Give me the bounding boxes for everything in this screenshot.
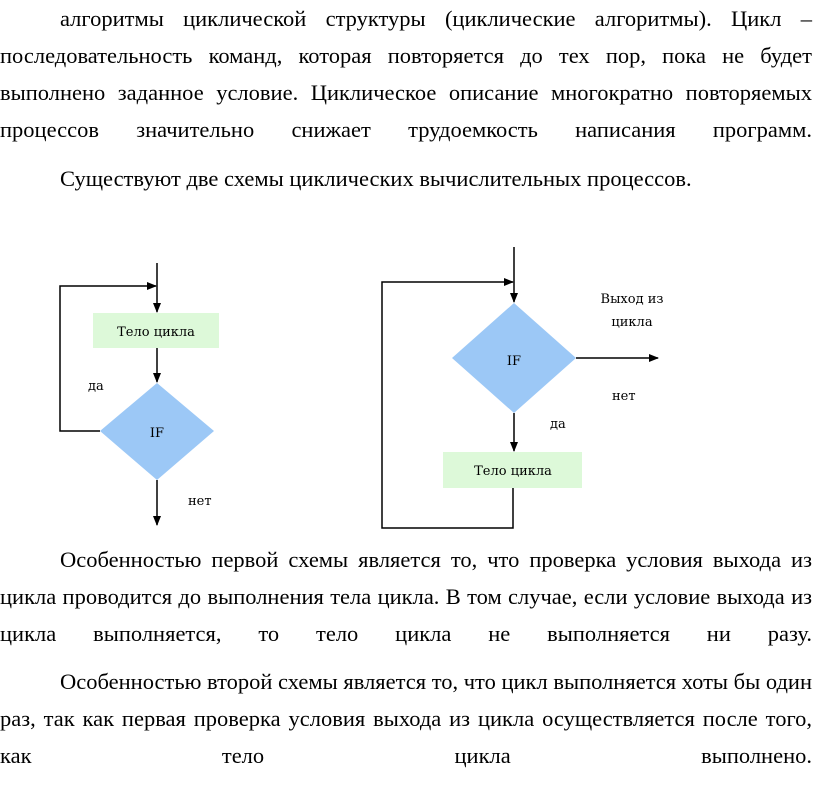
flowchart-precondition: [59, 263, 219, 526]
paragraph-first-scheme: Особенностью первой схемы является то, ч…: [0, 547, 812, 646]
paragraph-second-scheme: Особенностью второй схемы является то, ч…: [0, 669, 812, 768]
exit-label-line1: Выход из: [601, 292, 664, 307]
loop-body-label: Тело цикла: [117, 325, 195, 340]
exit-label-line2: цикла: [611, 315, 652, 330]
loop-body-label: Тело цикла: [474, 464, 552, 479]
no-label: нет: [188, 494, 212, 509]
loop-body-box: [93, 313, 219, 348]
condition-diamond: [100, 383, 214, 480]
paragraph-intro: алгоритмы циклической структуры (цикличе…: [0, 6, 812, 142]
flowchart-postcondition: [381, 247, 659, 529]
condition-label: IF: [150, 426, 164, 441]
condition-label: IF: [507, 354, 521, 369]
loop-body-box: [443, 452, 582, 488]
no-label: нет: [612, 389, 636, 404]
paragraph-two-schemes: Существуют две схемы циклических вычисли…: [60, 166, 692, 191]
yes-label: да: [88, 379, 104, 394]
condition-diamond: [452, 303, 576, 413]
yes-label: да: [550, 417, 566, 432]
